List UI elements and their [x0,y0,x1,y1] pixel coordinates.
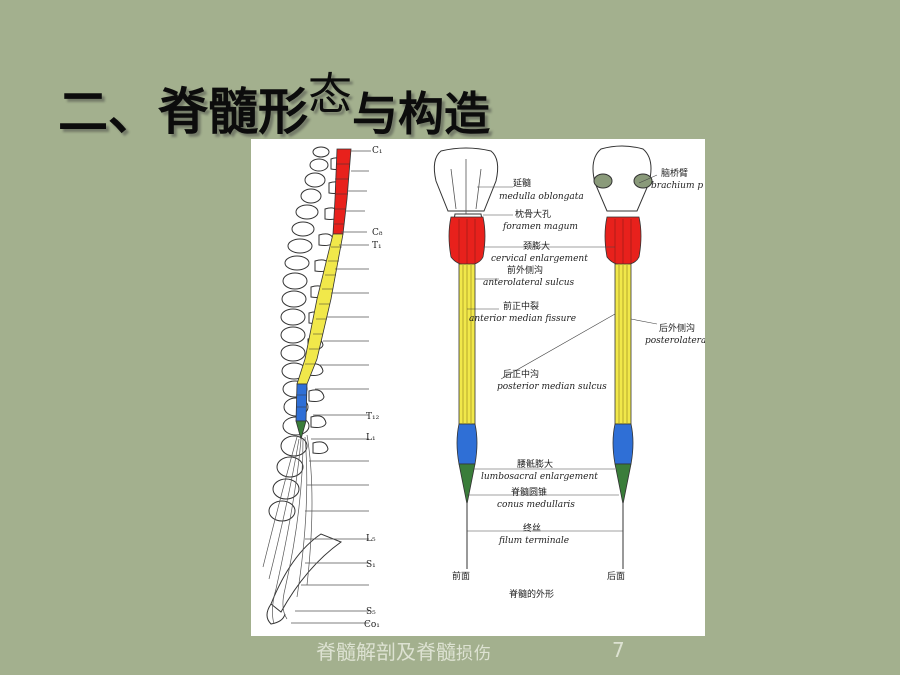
label-lumbosacral-en: lumbosacral enlargement [481,472,598,482]
title-part-1: 二、脊髓形 [58,83,308,141]
label-conus-cn: 脊髓圆锥 [511,486,547,498]
label-s1: S₁ [366,560,376,570]
label-brachium-en: brachium p [651,181,703,191]
label-cervical-en: cervical enlargement [491,254,588,264]
footer-text-2: 损伤 [456,644,492,664]
label-anterior-fissure-en: anterior median fissure [469,314,576,324]
label-foramen-en: foramen magum [502,222,578,232]
label-filum-cn: 终丝 [523,522,541,534]
page-number: 7 [612,638,625,662]
label-brachium-cn: 脑桥臂 [661,167,688,179]
label-anterior-fissure-cn: 前正中裂 [503,300,539,312]
label-conus-en: conus medullaris [497,500,575,510]
slide-title: 二、脊髓形态与构造 [58,69,490,142]
spinal-cord-back-view: 后面 [592,145,653,582]
front-label: 前面 [452,570,470,582]
label-posterior-sulcus-en: posterior median sulcus [497,382,607,392]
label-c8: C₈ [372,228,383,238]
label-cervical-cn: 颈膨大 [523,240,550,252]
label-l1: L₁ [366,433,376,443]
label-co1: Co₁ [364,620,380,630]
label-medulla-en: medulla oblongata [499,192,584,202]
footer-text-1: 脊髓解剖及脊髓 [316,640,456,664]
label-foramen-cn: 枕骨大孔 [515,208,551,220]
label-filum-en: filum terminale [498,536,569,546]
back-label: 后面 [607,571,625,582]
label-lumbosacral-cn: 腰骶膨大 [517,458,553,470]
label-c1: C₁ [372,146,383,156]
slide-footer: 脊髓解剖及脊髓损伤 [316,636,656,666]
label-t12: T₁₂ [366,412,380,422]
label-s5: S₅ [366,607,376,617]
figure-caption: 脊髓的外形 [509,588,554,600]
label-anterolateral-en: anterolateral sulcus [483,278,575,288]
spinal-cord-front-view: 前面 [433,147,499,582]
label-posterolateral-en: posterolateral s [645,336,705,346]
label-medulla-cn: 延髓 [513,177,531,189]
title-part-2: 态 [308,69,352,120]
label-l5: L₅ [366,534,376,544]
title-part-3: 与构造 [352,87,490,141]
spine-sagittal-diagram: C₁ C₈ T₁ T₁₂ L₁ L₅ S₁ S₅ Co₁ [262,146,383,630]
label-posterolateral-cn: 后外侧沟 [659,322,695,334]
spinal-cord-figure: C₁ C₈ T₁ T₁₂ L₁ L₅ S₁ S₅ Co₁ 前面 [251,139,705,636]
label-posterior-sulcus-cn: 后正中沟 [503,368,539,380]
label-t1: T₁ [372,241,382,251]
label-anterolateral-cn: 前外侧沟 [507,264,543,276]
